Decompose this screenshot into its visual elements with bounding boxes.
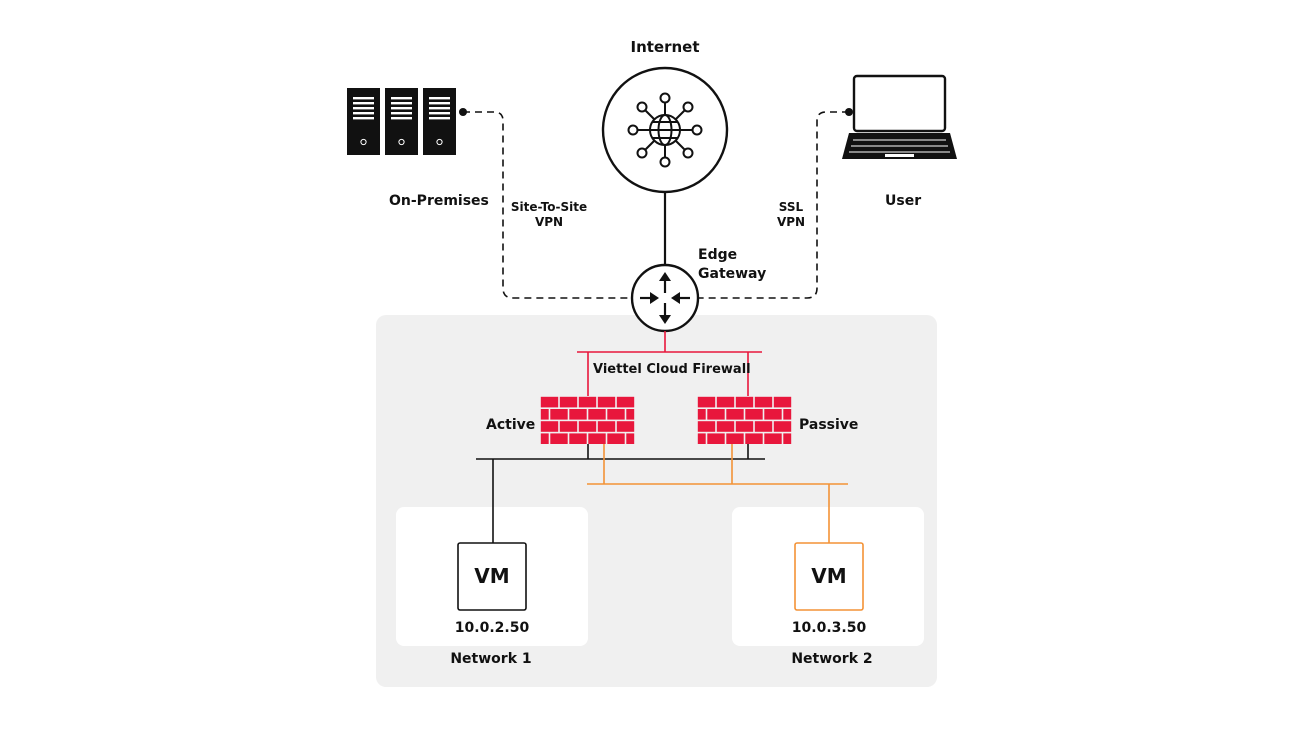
passive-label: Passive (799, 417, 859, 433)
server-tower-icon (385, 88, 418, 155)
firewall-brick (550, 433, 568, 444)
vm-2-ip: 10.0.3.50 (791, 620, 867, 636)
firewall-brick (569, 409, 587, 420)
firewall-brick (735, 421, 754, 432)
vm-2-label: VM (811, 564, 847, 588)
ssl-vpn-line-2: VPN (776, 215, 806, 229)
firewall-brick (540, 433, 549, 444)
firewall-brick (607, 409, 625, 420)
firewall-brick (626, 433, 635, 444)
firewall-brick (745, 409, 763, 420)
firewall-brick (726, 409, 744, 420)
firewall-brick (783, 409, 792, 420)
active-firewall-icon (540, 396, 635, 444)
internet-globe-icon (601, 66, 729, 194)
firewall-brick (745, 433, 763, 444)
site-to-site-vpn-line-1: Site-To-Site (510, 200, 588, 214)
firewall-brick (697, 421, 716, 432)
firewall-brick (540, 421, 559, 432)
firewall-brick (716, 421, 735, 432)
edge-gateway-line-2: Gateway (698, 266, 767, 282)
ssl-vpn-line-1: SSL (778, 200, 804, 214)
firewall-brick (607, 433, 625, 444)
user-connector-dot (845, 108, 853, 116)
user-laptop-icon (842, 74, 957, 159)
vm-1-label: VM (474, 564, 510, 588)
firewall-brick (569, 433, 587, 444)
firewall-brick (540, 409, 549, 420)
network-1-name: Network 1 (450, 651, 532, 667)
firewall-brick (764, 409, 782, 420)
firewall-brick (773, 421, 792, 432)
site-to-site-vpn-label: Site-To-Site VPN (504, 200, 594, 230)
firewall-brick (588, 409, 606, 420)
firewall-brick (559, 421, 578, 432)
firewall-brick (773, 396, 792, 408)
firewall-brick (783, 433, 792, 444)
firewall-brick (578, 396, 597, 408)
on-premises-connector-dot (459, 108, 467, 116)
vm-1-ip: 10.0.2.50 (454, 620, 530, 636)
vm-1-box (457, 542, 527, 611)
firewall-brick (540, 396, 559, 408)
firewall-brick (588, 433, 606, 444)
server-tower-icon (347, 88, 380, 155)
firewall-brick (754, 421, 773, 432)
firewall-brick (597, 421, 616, 432)
firewall-brick (616, 396, 635, 408)
firewall-brick (697, 396, 716, 408)
edge-gateway-router-icon (630, 263, 700, 333)
vm-2-box (794, 542, 864, 611)
server-tower-icon (423, 88, 456, 155)
firewall-title: Viettel Cloud Firewall (593, 362, 751, 377)
firewall-brick (754, 396, 773, 408)
internet-label: Internet (630, 38, 700, 56)
ssl-vpn-link (697, 111, 849, 299)
on-premises-servers-icon (347, 88, 456, 155)
ssl-vpn-label: SSL VPN (771, 200, 811, 230)
firewall-brick (616, 421, 635, 432)
firewall-brick (550, 409, 568, 420)
active-label: Active (486, 417, 536, 433)
network-1-bus (476, 444, 765, 543)
firewall-brick (707, 433, 725, 444)
on-premises-label: On-Premises (389, 193, 489, 209)
firewall-brick (726, 433, 744, 444)
network-2-name: Network 2 (791, 651, 873, 667)
firewall-brick (764, 433, 782, 444)
firewall-brick (626, 409, 635, 420)
firewall-brick (597, 396, 616, 408)
passive-firewall-icon (697, 396, 792, 444)
edge-gateway-label: Edge Gateway (698, 246, 766, 284)
firewall-uplink-wiring (577, 331, 762, 396)
user-label: User (885, 193, 922, 209)
edge-gateway-line-1: Edge (698, 247, 738, 263)
firewall-brick (578, 421, 597, 432)
site-to-site-vpn-line-2: VPN (534, 215, 564, 229)
firewall-brick (707, 409, 725, 420)
network-2-bus (587, 444, 848, 543)
firewall-brick (697, 409, 706, 420)
firewall-brick (716, 396, 735, 408)
firewall-brick (559, 396, 578, 408)
firewall-brick (697, 433, 706, 444)
firewall-brick (735, 396, 754, 408)
